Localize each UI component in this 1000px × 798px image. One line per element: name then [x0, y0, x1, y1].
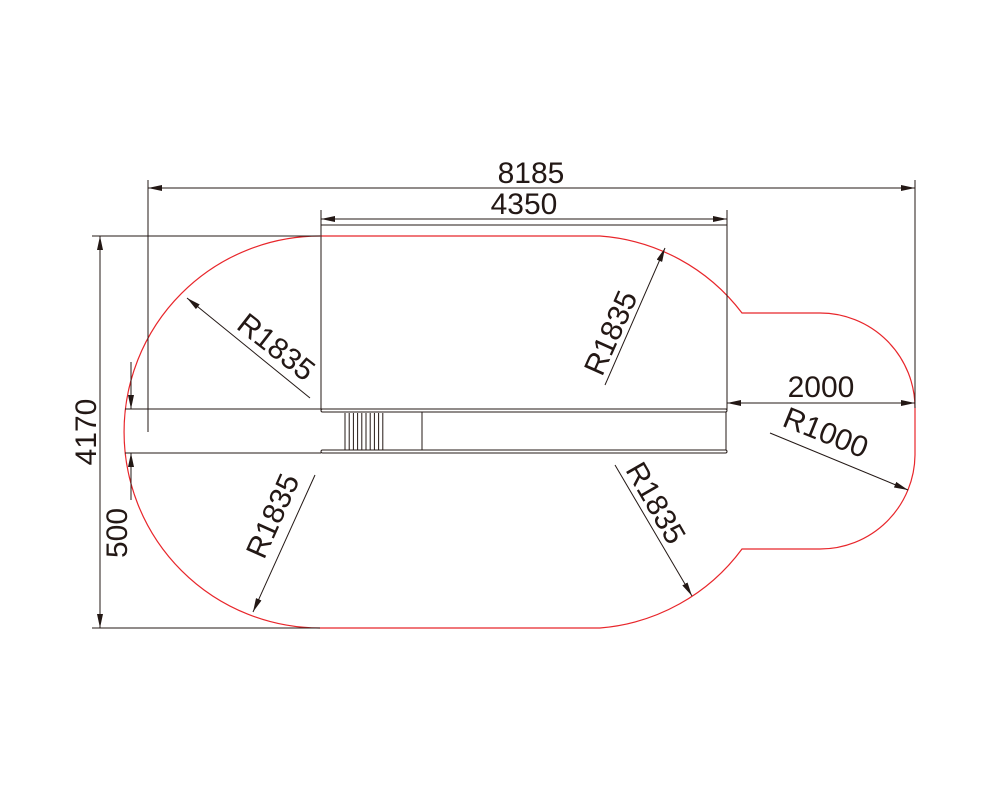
stairs [344, 413, 384, 450]
leader-radius-end [769, 432, 909, 491]
label-radius-top-left: R1835 [231, 307, 321, 387]
leader-radius-bottom-left [252, 474, 316, 613]
leader-radius-bottom-right [614, 464, 693, 597]
leader-radius-top-right [604, 247, 666, 386]
label-walkway-width: 500 [101, 508, 134, 558]
label-radius-top-right: R1835 [578, 286, 644, 380]
safety-zone-outline [123, 235, 916, 629]
label-end-length: 2000 [788, 371, 855, 404]
label-platform-length: 4350 [491, 188, 558, 221]
label-overall-width: 4170 [70, 399, 103, 466]
label-radius-bottom-right: R1835 [619, 457, 692, 550]
extension-lines [92, 180, 916, 629]
leader-radius-top-left [186, 297, 311, 399]
platform [320, 224, 728, 454]
label-overall-length: 8185 [498, 157, 565, 190]
